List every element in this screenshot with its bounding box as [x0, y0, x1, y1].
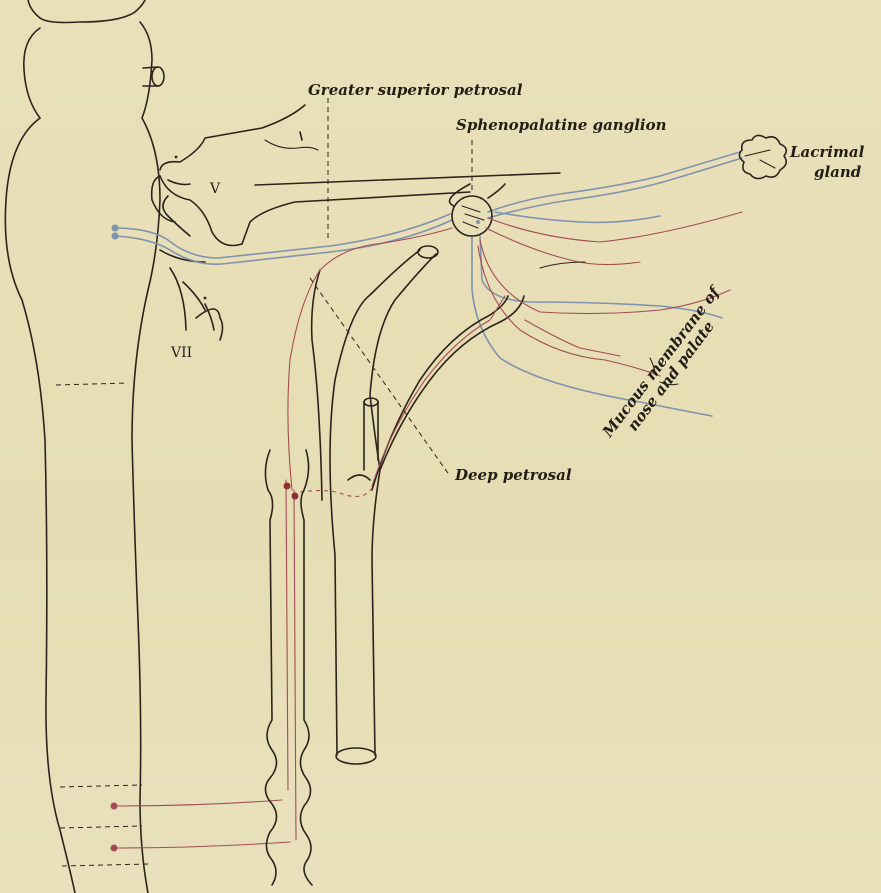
label-gland: gland	[814, 163, 862, 181]
lacrimal-gland-shape	[739, 135, 786, 178]
spinal-cord-outline	[5, 0, 160, 893]
label-lacrimal: Lacrimal	[789, 143, 865, 161]
small-cylinder-stub	[143, 67, 164, 86]
label-sphenopalatine-ganglion: Sphenopalatine ganglion	[456, 116, 667, 134]
wavy-pharynx-outline	[265, 450, 312, 885]
label-nerve-vii: VII	[170, 345, 192, 361]
label-deep-petrosal: Deep petrosal	[454, 466, 572, 484]
sympathetic-fibers	[111, 212, 743, 852]
label-nerve-v: V	[209, 181, 221, 197]
label-greater-superior-petrosal: Greater superior petrosal	[308, 81, 523, 99]
leader-lines	[310, 98, 472, 476]
sphenopalatine-ganglion-shape	[450, 184, 505, 236]
carotid-artery	[312, 246, 524, 764]
